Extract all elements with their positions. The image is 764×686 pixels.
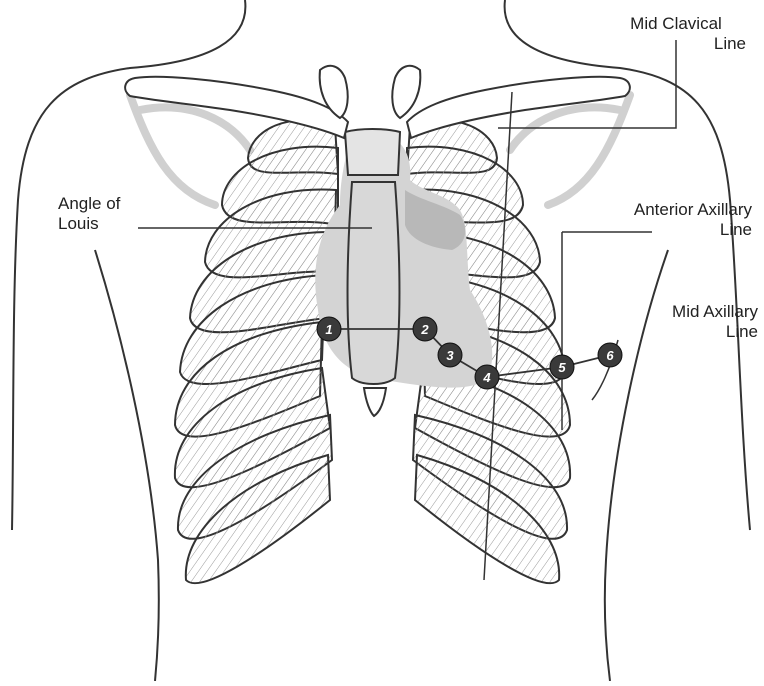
electrode-v3-label: 3 (446, 348, 454, 363)
mid-clavical-label: Mid Clavical Line (606, 14, 746, 54)
clavicles (125, 66, 630, 138)
electrode-v3-marker: 3 (438, 343, 462, 367)
anterior-axillary-label: Anterior Axillary Line (584, 200, 752, 240)
electrode-v4-marker: 4 (475, 365, 499, 389)
angle-of-louis-label-line1: Angle of (58, 194, 120, 214)
mid-clavical-label-line2: Line (606, 34, 746, 54)
electrode-v6-marker: 6 (598, 343, 622, 367)
electrode-v2-label: 2 (420, 322, 429, 337)
angle-of-louis-label: Angle of Louis (58, 194, 120, 234)
mid-axillary-label-line1: Mid Axillary (634, 302, 758, 322)
mid-clavical-label-line1: Mid Clavical (606, 14, 746, 34)
mid-axillary-label: Mid Axillary Line (634, 302, 758, 342)
electrode-v2-marker: 2 (413, 317, 437, 341)
mid-axillary-label-line2: Line (634, 322, 758, 342)
electrode-v6-label: 6 (606, 348, 614, 363)
electrode-v5-label: 5 (558, 360, 566, 375)
angle-of-louis-label-line2: Louis (58, 214, 120, 234)
electrode-v5-marker: 5 (550, 355, 574, 379)
ribs-left (175, 120, 338, 583)
electrode-v4-label: 4 (482, 370, 491, 385)
electrode-v1-marker: 1 (317, 317, 341, 341)
electrode-v1-label: 1 (325, 322, 332, 337)
sternum (345, 129, 400, 416)
anterior-axillary-label-line1: Anterior Axillary (584, 200, 752, 220)
anterior-axillary-label-line2: Line (584, 220, 752, 240)
